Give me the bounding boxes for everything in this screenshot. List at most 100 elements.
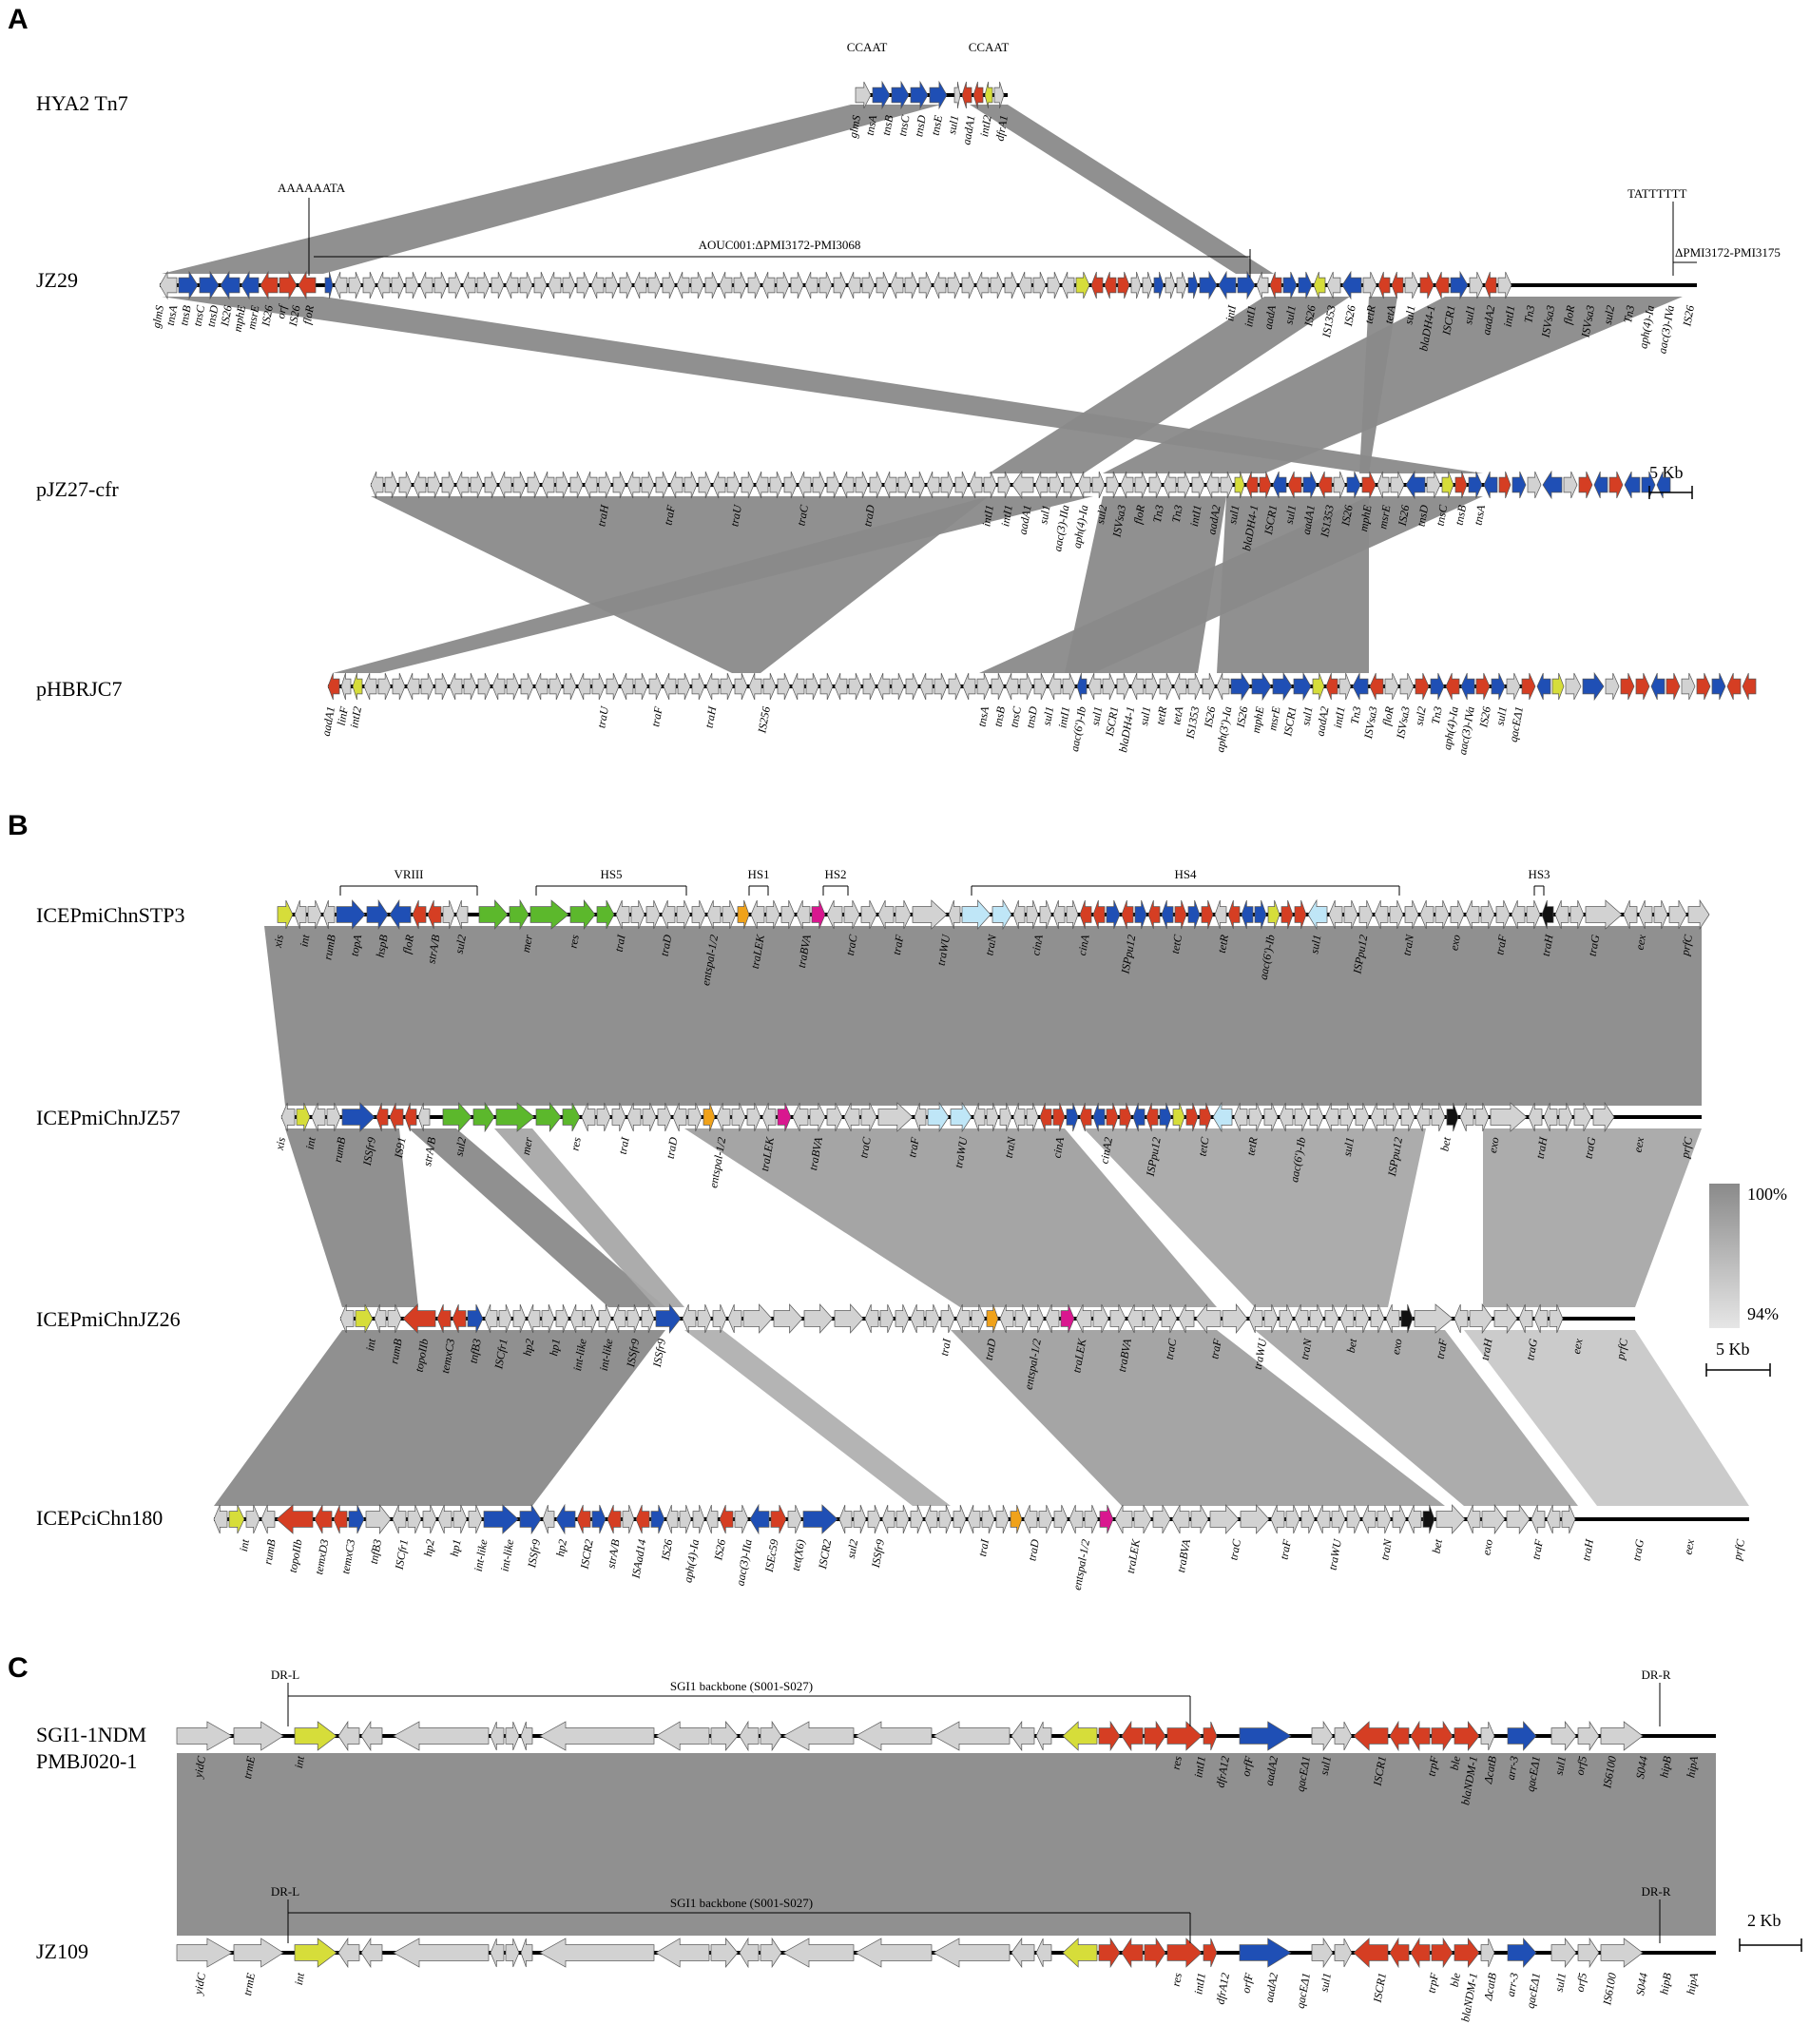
track-a-jz29-gene-8 xyxy=(324,271,334,299)
track-c-jz109-gene-36 xyxy=(1577,1937,1600,1969)
track-b-jz26-gene-45 xyxy=(1109,1303,1126,1334)
track-a-pjz27-cfr-gene-14 xyxy=(569,471,584,499)
pjz27-label-30: tnsB xyxy=(1453,503,1470,526)
region-label-5: HS3 xyxy=(1528,867,1550,881)
track-a-phbrjc7-gene-37 xyxy=(848,672,862,701)
track-a-jz29-gene-50 xyxy=(918,271,933,299)
track-a-jz29-gene-52 xyxy=(947,271,961,299)
phbrjc7-label-39: sul1 xyxy=(1493,705,1510,726)
track-a-jz29-gene-79 xyxy=(1326,271,1341,299)
panel-a-letter: A xyxy=(8,4,29,35)
track-b-jz26-gene-52 xyxy=(1248,1303,1263,1334)
jz29-label-35: IS26 xyxy=(1680,304,1697,328)
track-b-jz57-gene-77 xyxy=(1573,1102,1592,1132)
track-a-pjz27-cfr-gene-76 xyxy=(1468,471,1483,499)
stp3-label-13: traLEK xyxy=(748,933,767,970)
track-c-sgi1-1ndm-gene-37 xyxy=(1600,1721,1644,1751)
track-b-180-gene-70 xyxy=(1407,1504,1422,1534)
band-b-jz57-jz26-3 xyxy=(494,1128,684,1307)
jz26-label-1: rumB xyxy=(387,1337,405,1364)
ann-jz29-deletion: AOUC001:ΔPMI3172-PMI3068 xyxy=(699,238,861,252)
panel-c-scale-label: 2 Kb xyxy=(1747,1911,1781,1930)
track-a-pjz27-cfr-gene-59 xyxy=(1220,471,1234,499)
track-c-sgi1-1ndm-gene-8 xyxy=(520,1721,533,1751)
track-c-sgi1-1ndm-gene-14 xyxy=(782,1721,855,1751)
track-b-jz57-gene-42 xyxy=(1039,1102,1052,1132)
track-a-pjz27-cfr-gene-41 xyxy=(954,471,969,499)
track-a-jz29-gene-61 xyxy=(1075,271,1090,299)
track-a-jz29-gene-72 xyxy=(1218,270,1237,300)
track-b-stp3-gene-39 xyxy=(1012,899,1026,930)
phbrjc7-label-15: ISCR1 xyxy=(1103,705,1121,738)
track-c-sgi1-1ndm-gene-22 xyxy=(1144,1720,1166,1752)
track-a-phbrjc7-gene-38 xyxy=(862,672,876,701)
phbrjc7-label-28: aadA2 xyxy=(1313,705,1331,737)
track-b-jz57-gene-10 xyxy=(472,1101,495,1133)
stp3-label-14: traBVA xyxy=(795,933,814,969)
track-b-jz26-gene-47 xyxy=(1144,1303,1161,1334)
track-b-stp3-gene-60 xyxy=(1294,899,1307,930)
track-a-phbrjc7-gene-68 xyxy=(1312,672,1325,701)
track-a-pjz27-cfr-gene-88 xyxy=(1656,471,1671,499)
track-a-jz29-gene-17 xyxy=(448,271,462,299)
track-b-jz57-gene-3 xyxy=(326,1102,341,1132)
track-b-jz57-gene-28 xyxy=(792,1102,809,1132)
track-b-jz57-gene-12 xyxy=(535,1101,562,1133)
track-a-phbrjc7-gene-19 xyxy=(591,672,606,701)
track-a-phbrjc7-gene-6 xyxy=(406,672,420,701)
track-a-phbrjc7-gene-75 xyxy=(1415,672,1430,701)
ici180-label-31: traF xyxy=(1277,1537,1294,1560)
track-b-jz57-gene-63 xyxy=(1339,1102,1355,1132)
track-b-jz26-gene-34 xyxy=(940,1303,955,1334)
track-a-phbrjc7-gene-50 xyxy=(1033,672,1048,701)
track-a-jz29-gene-65 xyxy=(1130,271,1142,299)
stp3-label-9: res xyxy=(566,934,581,950)
track-a-jz29-gene-40 xyxy=(776,271,790,299)
track-b-jz57-gene-54 xyxy=(1199,1102,1212,1132)
hya2-label-7: aadA1 xyxy=(959,114,977,145)
ici180-label-38: traG xyxy=(1629,1538,1646,1562)
track-a-jz29-gene-27 xyxy=(590,271,605,299)
track-b-180-gene-18 xyxy=(555,1503,576,1535)
track-a-jz29-gene-11 xyxy=(362,271,376,299)
track-a-pjz27-cfr-gene-39 xyxy=(926,471,940,499)
track-b-jz57-gene-36 xyxy=(950,1101,972,1133)
track-icepmichnstp3-name: ICEPmiChnSTP3 xyxy=(36,903,185,927)
track-c-jz109-gene-13 xyxy=(760,1937,782,1969)
track-a-phbrjc7-gene-58 xyxy=(1145,672,1159,701)
track-a-pjz27-cfr-gene-45 xyxy=(1011,470,1034,500)
track-b-stp3-gene-52 xyxy=(1187,899,1201,930)
track-a-pjz27-cfr-gene-74 xyxy=(1441,471,1454,499)
track-a-jz29-gene-21 xyxy=(505,271,519,299)
track-a-jz29-gene-0 xyxy=(159,270,178,300)
track-a-pjz27-cfr-gene-38 xyxy=(912,471,926,499)
pjz27-label-31: tnsA xyxy=(1471,503,1488,526)
track-b-stp3-gene-43 xyxy=(1066,899,1079,930)
jz109-label-16: qacEΔ1 xyxy=(1524,1972,1543,2010)
track-a-jz29-gene-44 xyxy=(833,271,847,299)
region-label-2: HS1 xyxy=(747,867,769,881)
track-a-pjz27-cfr-gene-72 xyxy=(1405,470,1426,500)
track-b-180-gene-20 xyxy=(591,1504,607,1534)
sgi1-label-8: qacEΔ1 xyxy=(1294,1755,1313,1793)
jz109-label-5: dfrA12 xyxy=(1213,1972,1232,2005)
homology-legend-bar xyxy=(1709,1184,1740,1328)
jz26-label-16: traBVA xyxy=(1115,1337,1134,1373)
jz26-label-24: traH xyxy=(1478,1337,1495,1361)
track-a-hya2-gene-2 xyxy=(891,80,910,110)
jz26-label-6: hp2 xyxy=(520,1338,536,1357)
pjz27-label-11: sul2 xyxy=(1093,504,1109,525)
track-c-jz109-gene-35 xyxy=(1550,1937,1577,1969)
ici180-label-0: int xyxy=(237,1537,252,1552)
jz109-label-21: hipB xyxy=(1657,1971,1674,1995)
ici180-label-19: aac(3)-IIa xyxy=(733,1538,754,1587)
pjz27-label-7: aadA1 xyxy=(1015,504,1033,535)
jz109-label-11: trpF xyxy=(1424,1971,1441,1994)
jz109-label-20: S044 xyxy=(1633,1972,1650,1996)
track-a-jz29-gene-14 xyxy=(405,271,419,299)
pjz27-label-26: msrE xyxy=(1376,503,1393,530)
jz109-label-12: ble xyxy=(1448,1971,1463,1988)
track-b-stp3-gene-10 xyxy=(455,899,469,930)
track-a-phbrjc7-gene-65 xyxy=(1251,671,1272,702)
